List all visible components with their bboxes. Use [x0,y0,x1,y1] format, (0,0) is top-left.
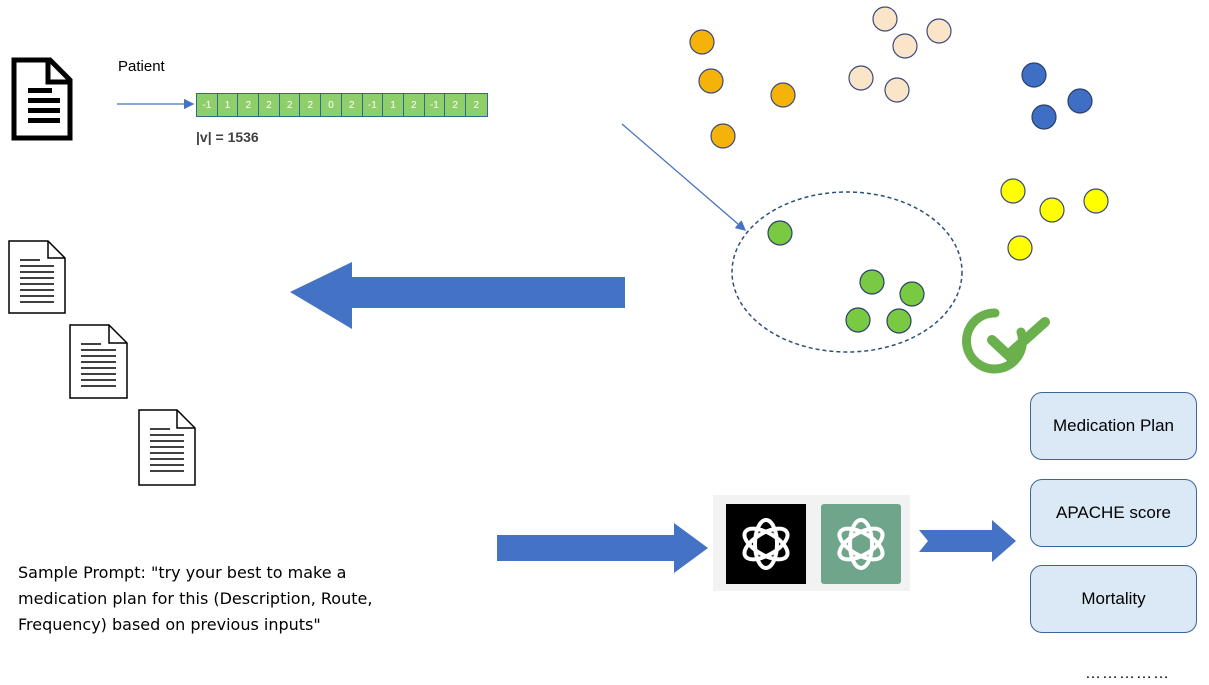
cluster-point [1031,104,1057,130]
cluster-point [859,269,885,295]
patient-embedding-vector: -1 1 2 2 2 2 0 2 -1 1 2 -1 2 2 [196,93,488,117]
cluster-point [1000,178,1026,204]
cluster-point [1083,188,1109,214]
cluster-orange [689,29,796,149]
retrieved-document-icon [69,324,128,399]
vector-cell: 2 [238,94,260,116]
retrieved-document-icon [138,409,196,486]
output-apache-score: APACHE score [1030,479,1197,547]
retrieve-arrow [290,262,625,329]
vector-cell: 2 [445,94,466,116]
retrieved-document-icon [8,240,66,314]
check-circle-icon [962,308,1050,374]
cluster-point [1039,197,1065,223]
vector-to-cluster-arrow [621,123,746,231]
selected-cluster-ellipse [731,191,963,353]
cluster-point [1067,88,1093,114]
vector-cell: 2 [279,94,301,116]
sample-prompt: Sample Prompt: "try your best to make a … [18,563,373,634]
cluster-point [899,281,925,307]
more-outputs-ellipsis: …………… [1085,665,1170,682]
output-medication-plan: Medication Plan [1030,392,1197,460]
vector-size-label: |v| = 1536 [196,129,259,145]
vector-cell: 2 [465,94,487,116]
vector-cell: 2 [300,94,322,116]
output-label: APACHE score [1056,503,1171,522]
vector-cell: -1 [197,94,218,116]
openai-logo-icon [742,518,790,570]
cluster-point [884,77,910,103]
cluster-point [689,29,715,55]
vector-cell: 1 [217,94,239,116]
patient-document-icon [11,57,73,141]
cluster-point [848,65,874,91]
cluster-point [886,308,912,334]
cluster-point [926,18,952,44]
vector-cell: 0 [321,94,342,116]
output-label: Mortality [1081,589,1146,608]
vector-cell: 2 [341,94,363,116]
vector-cell: 1 [383,94,404,116]
vector-cell: 2 [403,94,425,116]
patient-label: Patient [118,58,165,75]
vector-cell: 2 [259,94,280,116]
output-mortality: Mortality [1030,565,1197,633]
cluster-cream [848,6,952,103]
model-to-output-arrow [919,520,1016,562]
cluster-point [770,82,796,108]
cluster-point [892,33,918,59]
openai-logo-icon [837,518,885,570]
cluster-point [698,68,724,94]
cluster-point [710,123,736,149]
cluster-point [872,6,898,32]
cluster-blue [1021,62,1093,130]
openai-logo-green [821,504,901,584]
prompt-to-model-arrow [497,523,708,573]
openai-logo-dark [726,504,806,584]
cluster-point [1007,235,1033,261]
cluster-yellow [1000,178,1109,261]
output-label: Medication Plan [1053,416,1174,435]
cluster-point [845,307,871,333]
cluster-point [767,220,793,246]
cluster-green [767,220,925,334]
vector-cell: -1 [424,94,446,116]
cluster-point [1021,62,1047,88]
vector-cell: -1 [362,94,384,116]
